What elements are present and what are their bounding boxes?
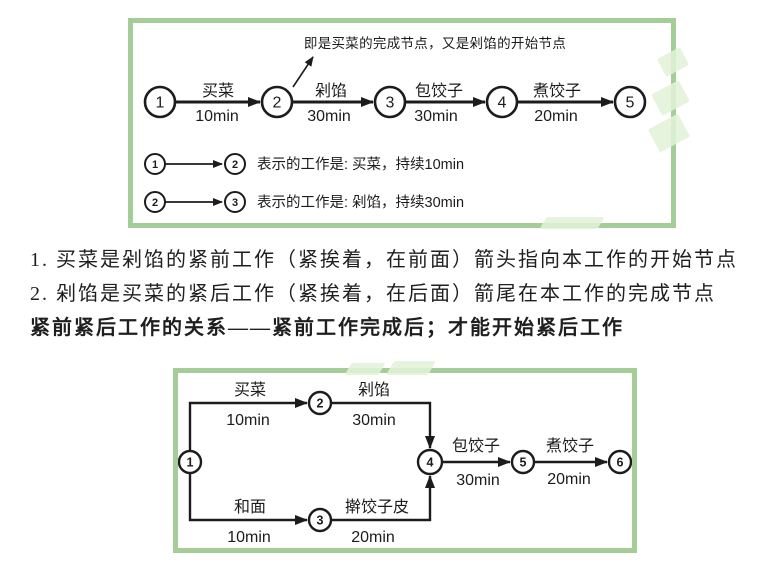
edge-3-4 [331, 475, 435, 522]
watermark-shape [385, 361, 437, 375]
node-number: 2 [317, 397, 324, 411]
note-line-3: 紧前紧后工作的关系——紧前工作完成后；才能开始紧后工作 [30, 317, 624, 339]
edge-2-4 [331, 401, 435, 449]
node-circle-2 [307, 390, 333, 416]
activity-duration: 20min [351, 529, 395, 546]
activity-name: 买菜 [202, 82, 234, 100]
node-number: 6 [617, 456, 624, 470]
note-line-2: 2. 剁馅是买菜的紧后工作（紧挨着，在后面）箭尾在本工作的完成节点 [30, 283, 716, 305]
edge-1-2 [188, 398, 308, 451]
annotation-arrow [292, 56, 314, 88]
activity-duration: 30min [352, 412, 396, 429]
watermark-shape [344, 363, 386, 375]
node-circle-5 [510, 449, 536, 475]
activity-duration: 30min [414, 108, 458, 125]
legend-node-number: 3 [232, 197, 238, 209]
activity-name: 剁馅 [315, 82, 347, 100]
node-circle-3 [307, 507, 333, 533]
node-circle-3 [373, 85, 407, 119]
node-circle-4 [485, 85, 519, 119]
legend-node-circle [144, 191, 166, 213]
node-number: 1 [187, 456, 194, 470]
activity-duration: 20min [547, 471, 591, 488]
legend-node-number: 2 [232, 159, 238, 171]
activity-name: 煮饺子 [533, 82, 581, 100]
activity-duration: 30min [307, 108, 351, 125]
legend-text: 表示的工作是: 买菜，持续10min [257, 156, 464, 173]
top-network-diagram: 即是买菜的完成节点，又是剁馅的开始节点 买菜 10min 剁馅 30min 包饺… [143, 36, 647, 213]
watermark-shape [539, 217, 605, 229]
activity-name: 擀饺子皮 [345, 498, 409, 516]
node-circle-4 [416, 448, 444, 476]
activity-duration: 10min [226, 412, 270, 429]
activity-name: 煮饺子 [546, 437, 594, 455]
node-circle-5 [613, 85, 647, 119]
notes-block: 1. 买菜是剁馅的紧前工作（紧挨着，在前面）箭头指向本工作的开始节点 2. 剁馅… [30, 243, 750, 345]
legend-node-circle [224, 153, 246, 175]
bottom-network-diagram-box: 买菜 10min 剁馅 30min 和面 10min 擀饺子皮 20min 包饺… [173, 368, 637, 553]
activity-duration: 10min [195, 108, 239, 125]
activity-name: 包饺子 [415, 82, 463, 100]
activity-duration: 20min [534, 108, 578, 125]
node-number: 5 [626, 95, 635, 112]
node-number: 4 [427, 456, 434, 470]
activity-name: 包饺子 [452, 437, 500, 455]
node-number: 5 [520, 456, 527, 470]
activity-name: 和面 [234, 498, 266, 516]
node-circle-2 [260, 85, 294, 119]
node-number: 3 [386, 95, 395, 112]
activity-duration: 10min [227, 529, 271, 546]
legend-text: 表示的工作是: 剁馅，持续30min [257, 194, 464, 211]
legend-node-circle [144, 153, 166, 175]
note-line-1: 1. 买菜是剁馅的紧前工作（紧挨着，在前面）箭头指向本工作的开始节点 [30, 249, 738, 271]
activity-name: 买菜 [234, 381, 266, 399]
node-number: 3 [317, 514, 324, 528]
node-circle-6 [607, 449, 632, 475]
legend-node-number: 2 [152, 197, 158, 209]
node-circle-1 [178, 449, 203, 475]
bottom-network-diagram: 买菜 10min 剁馅 30min 和面 10min 擀饺子皮 20min 包饺… [178, 381, 632, 546]
node-circle-1 [143, 85, 177, 119]
top-network-diagram-box: 即是买菜的完成节点，又是剁馅的开始节点 买菜 10min 剁馅 30min 包饺… [128, 18, 676, 228]
annotation-text: 即是买菜的完成节点，又是剁馅的开始节点 [304, 36, 566, 51]
edge-1-3 [188, 473, 308, 525]
activity-duration: 30min [456, 472, 500, 489]
node-number: 1 [156, 95, 165, 112]
activity-name: 剁馅 [358, 381, 390, 399]
legend-node-circle [224, 191, 246, 213]
node-number: 4 [498, 95, 507, 112]
node-number: 2 [273, 95, 282, 112]
legend-node-number: 1 [152, 159, 158, 171]
